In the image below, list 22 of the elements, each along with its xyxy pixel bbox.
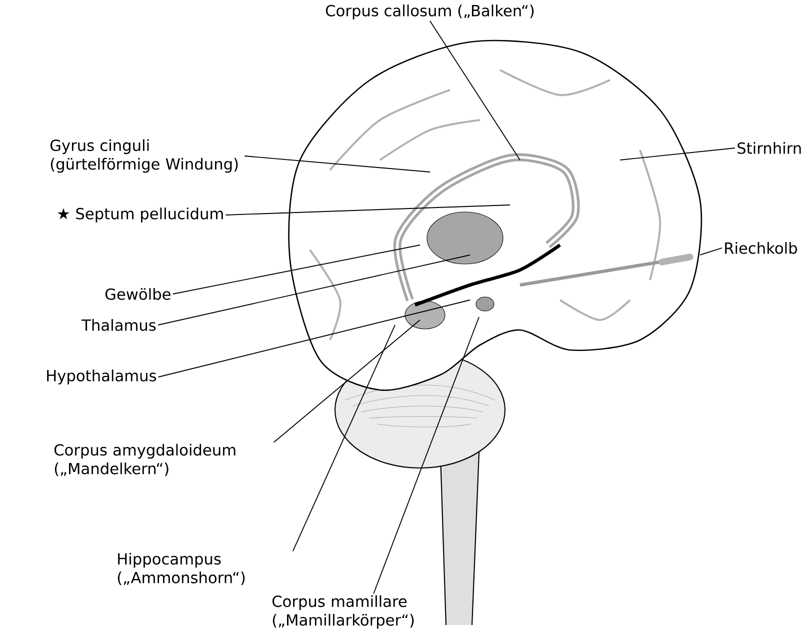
leader-line <box>225 204 510 216</box>
leader-line <box>620 148 736 160</box>
label-text: Thalamus <box>82 319 156 331</box>
leader-line <box>172 244 420 294</box>
label-text: Riechkolb <box>725 242 797 254</box>
leader-line <box>700 248 722 256</box>
label-text: Gewölbe <box>105 288 170 300</box>
label-text: Corpus mamillare („Mamillarkörper“) <box>272 595 414 629</box>
label-text: Stirnhirn <box>738 142 801 154</box>
label-text: Corpus callosum („Balken“) <box>326 4 534 20</box>
label-text: Hypothalamus <box>47 370 156 384</box>
leader-line <box>244 156 430 172</box>
leader-line <box>158 254 470 326</box>
label-text: Gyrus cinguli (gürtelförmige Windung) <box>50 139 238 173</box>
label-text: Hippocampus („Ammonshorn“) <box>118 552 245 586</box>
label-text: Corpus amygdaloideum („Mandelkern“) <box>54 444 236 476</box>
leader-line <box>158 300 470 378</box>
leader-line <box>373 316 480 594</box>
leader-line <box>430 20 520 160</box>
leader-line <box>292 324 396 552</box>
leader-line <box>273 320 420 443</box>
label-text: ★ Septum pellucidum <box>58 208 223 222</box>
